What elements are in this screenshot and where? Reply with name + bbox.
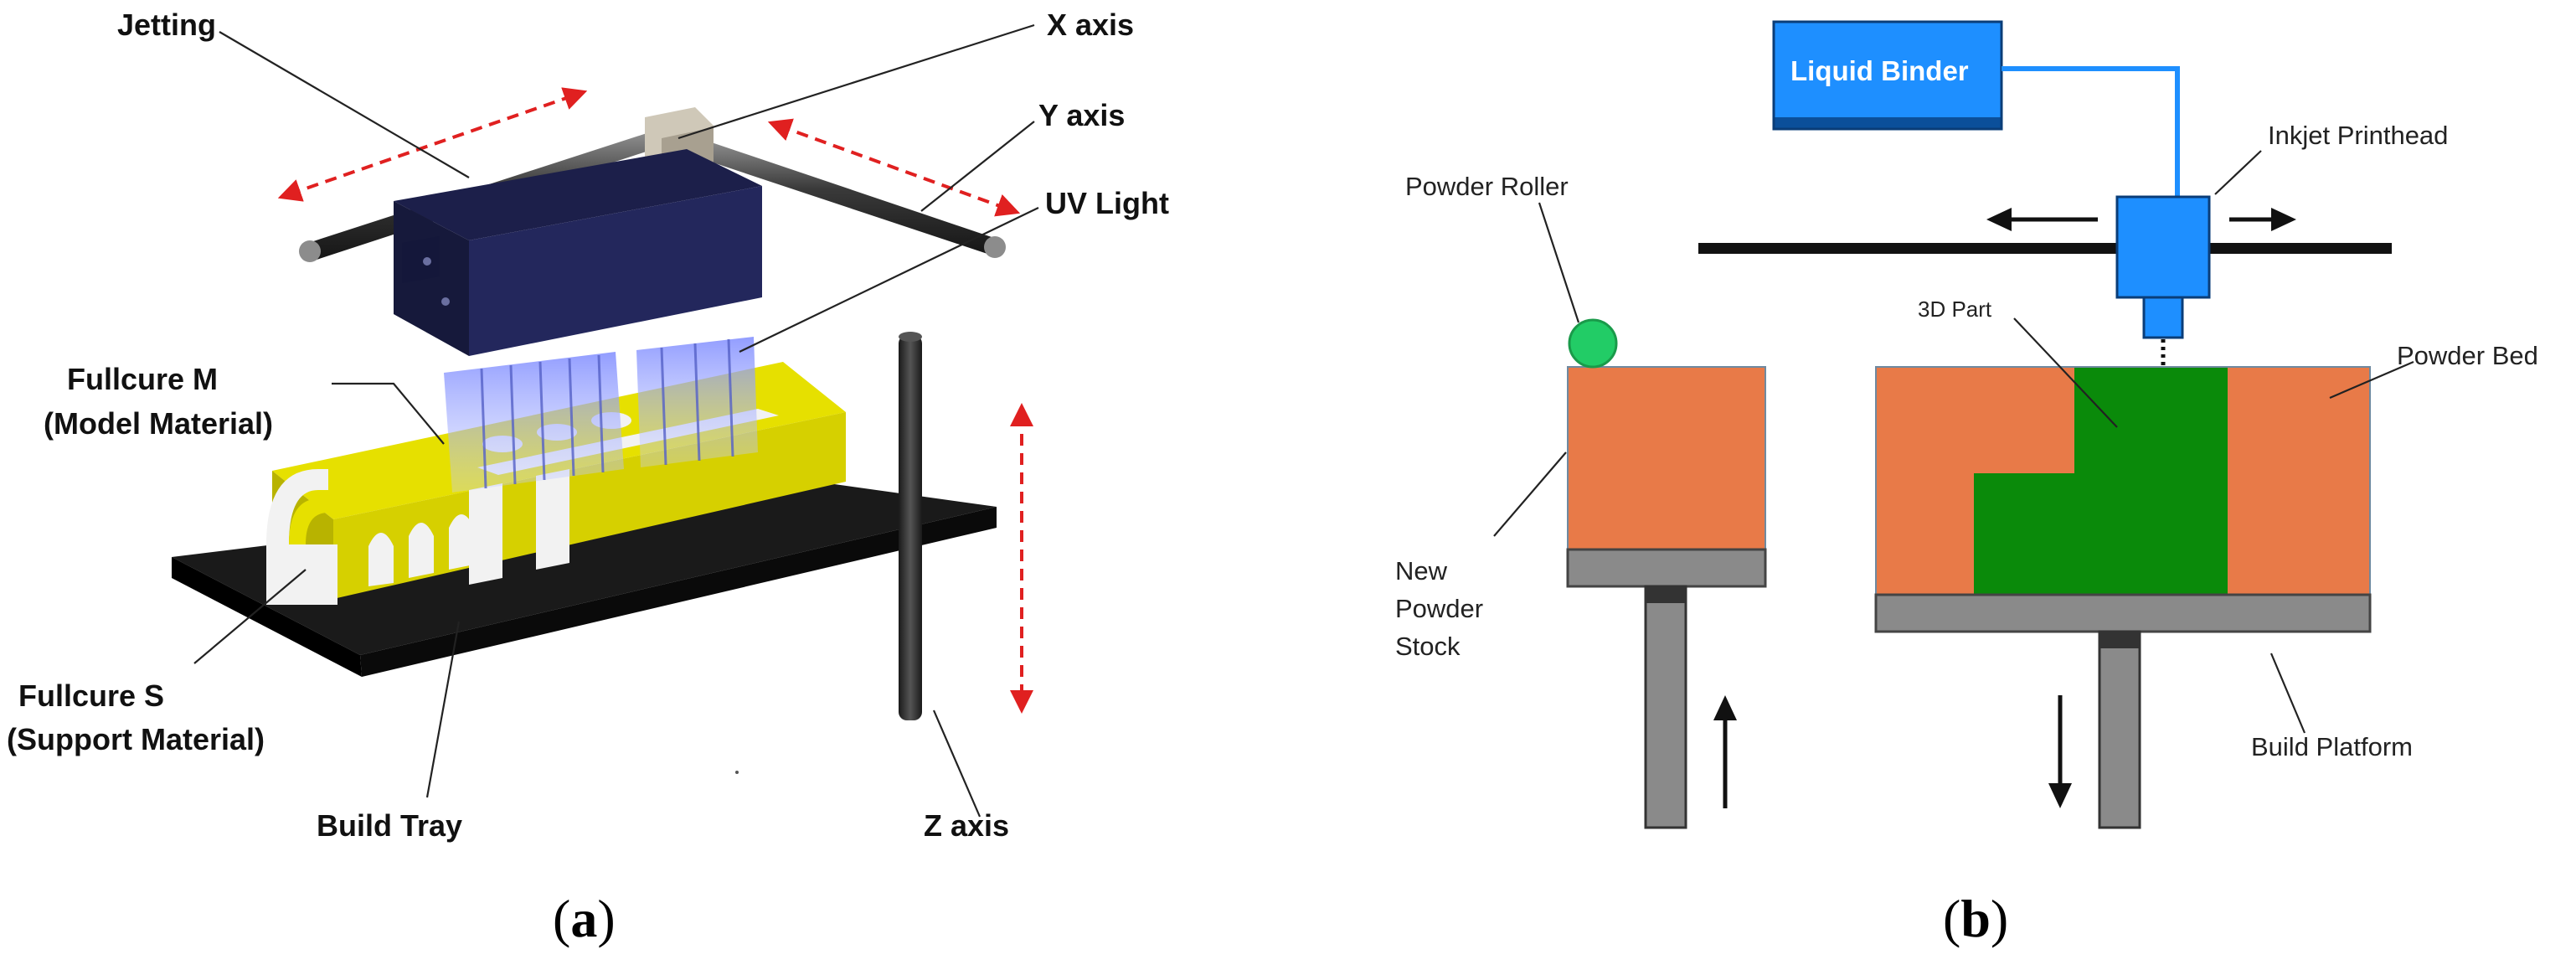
powder-stock-platform — [1566, 548, 1767, 588]
printhead-nozzle — [2144, 297, 2182, 338]
label-fullcure-m-2: (Model Material) — [44, 406, 273, 441]
support-curve-inner — [289, 498, 328, 544]
support-arch — [409, 523, 434, 578]
stray-dot — [735, 771, 739, 774]
jet-head-side — [394, 201, 469, 356]
label-fullcure-s-1: Fullcure S — [18, 678, 164, 713]
printhead-nozzle-border — [2142, 296, 2184, 339]
inkjet-printhead — [2117, 197, 2209, 297]
jet-head-screw — [441, 297, 450, 306]
label-liquid-binder: Liquid Binder — [1790, 55, 1969, 86]
label-uv-light: UV Light — [1045, 186, 1169, 220]
new-powder-stock — [1568, 367, 1765, 549]
part-3d — [1974, 367, 2228, 595]
label-y-axis: Y axis — [1038, 98, 1125, 132]
leader-powder-bed — [2329, 360, 2414, 400]
support-arch — [368, 533, 394, 586]
leader-build-tray — [425, 621, 461, 798]
label-powder-bed: Powder Bed — [2397, 341, 2538, 370]
label-new-powder-3: Stock — [1395, 632, 1461, 661]
leader-fullcure-m — [332, 382, 445, 445]
build-tray-edge-front — [360, 507, 997, 677]
support-curve — [266, 469, 328, 544]
panel-a-material-jetting: Jetting X axis Y axis UV Light Fullcure … — [7, 8, 1169, 948]
liquid-binder-tank — [1774, 22, 2002, 129]
label-new-powder-2: Powder — [1395, 594, 1483, 623]
build-platform — [1874, 593, 2372, 633]
label-x-axis: X axis — [1047, 8, 1134, 42]
binder-feed-line — [2002, 66, 2180, 197]
leader-build-platform — [2269, 653, 2306, 734]
label-fullcure-m-1: Fullcure M — [67, 362, 218, 396]
leader-powder-roller — [1538, 202, 1580, 323]
label-build-tray: Build Tray — [317, 808, 462, 843]
platform-down-arrow-head — [2048, 783, 2072, 808]
uv-beams — [480, 338, 734, 489]
support-block — [266, 544, 337, 605]
powder-roller — [1568, 318, 1618, 369]
build-tray — [172, 480, 997, 655]
y-motion-arrow — [767, 118, 1021, 217]
leader-inkjet-printhead — [2214, 150, 2262, 195]
leader-fullcure-s — [193, 569, 307, 664]
panel-b-binder-jetting: Liquid Binder — [1395, 20, 2538, 948]
leader-3d-part — [2013, 317, 2118, 428]
z-axis-post-cap — [899, 332, 922, 342]
label-z-axis: Z axis — [924, 808, 1009, 843]
x-motion-arrow — [277, 87, 588, 202]
powder-stock-piston — [1644, 585, 1687, 829]
leader-z-axis — [932, 709, 981, 818]
stock-up-arrow-head — [1713, 695, 1737, 720]
label-new-powder-1: New — [1395, 556, 1448, 586]
leader-uv-light — [739, 207, 1039, 353]
printhead-rail — [1698, 243, 2392, 254]
label-fullcure-s-2: (Support Material) — [7, 722, 265, 756]
jet-head-screw — [423, 257, 431, 266]
liquid-binder-tank-base — [1774, 117, 2002, 129]
leader-jetting — [219, 31, 470, 178]
leader-x-axis — [677, 23, 1035, 140]
uv-light-curtain — [444, 352, 624, 493]
liquid-binder-tank-border — [1772, 20, 2003, 131]
build-tray-edge — [172, 557, 362, 677]
caption-b: (b) — [1943, 889, 2008, 948]
label-3d-part: 3D Part — [1918, 297, 1992, 322]
build-platform-piston — [2098, 630, 2141, 829]
leader-new-powder — [1493, 451, 1567, 537]
caption-a: (a) — [553, 889, 616, 948]
leader-y-axis — [920, 121, 1035, 212]
build-platform-piston-collar — [2099, 632, 2140, 648]
y-axis-rod-end — [984, 236, 1006, 258]
printhead-arrow-right-head — [2271, 208, 2296, 231]
powder-stock-piston-collar — [1646, 586, 1686, 603]
label-jetting: Jetting — [117, 8, 216, 42]
jet-head-front — [469, 186, 762, 356]
x-axis-rod-end — [299, 240, 321, 262]
label-powder-roller: Powder Roller — [1405, 172, 1569, 201]
printhead-arrow-left-head — [1986, 208, 2012, 231]
support-stripe — [536, 469, 569, 570]
z-axis-post — [899, 335, 922, 720]
support-arch — [449, 514, 474, 570]
label-inkjet-printhead: Inkjet Printhead — [2268, 121, 2448, 150]
label-build-platform: Build Platform — [2251, 732, 2413, 761]
support-stripe — [469, 483, 502, 585]
jet-head-bracket — [402, 236, 440, 283]
